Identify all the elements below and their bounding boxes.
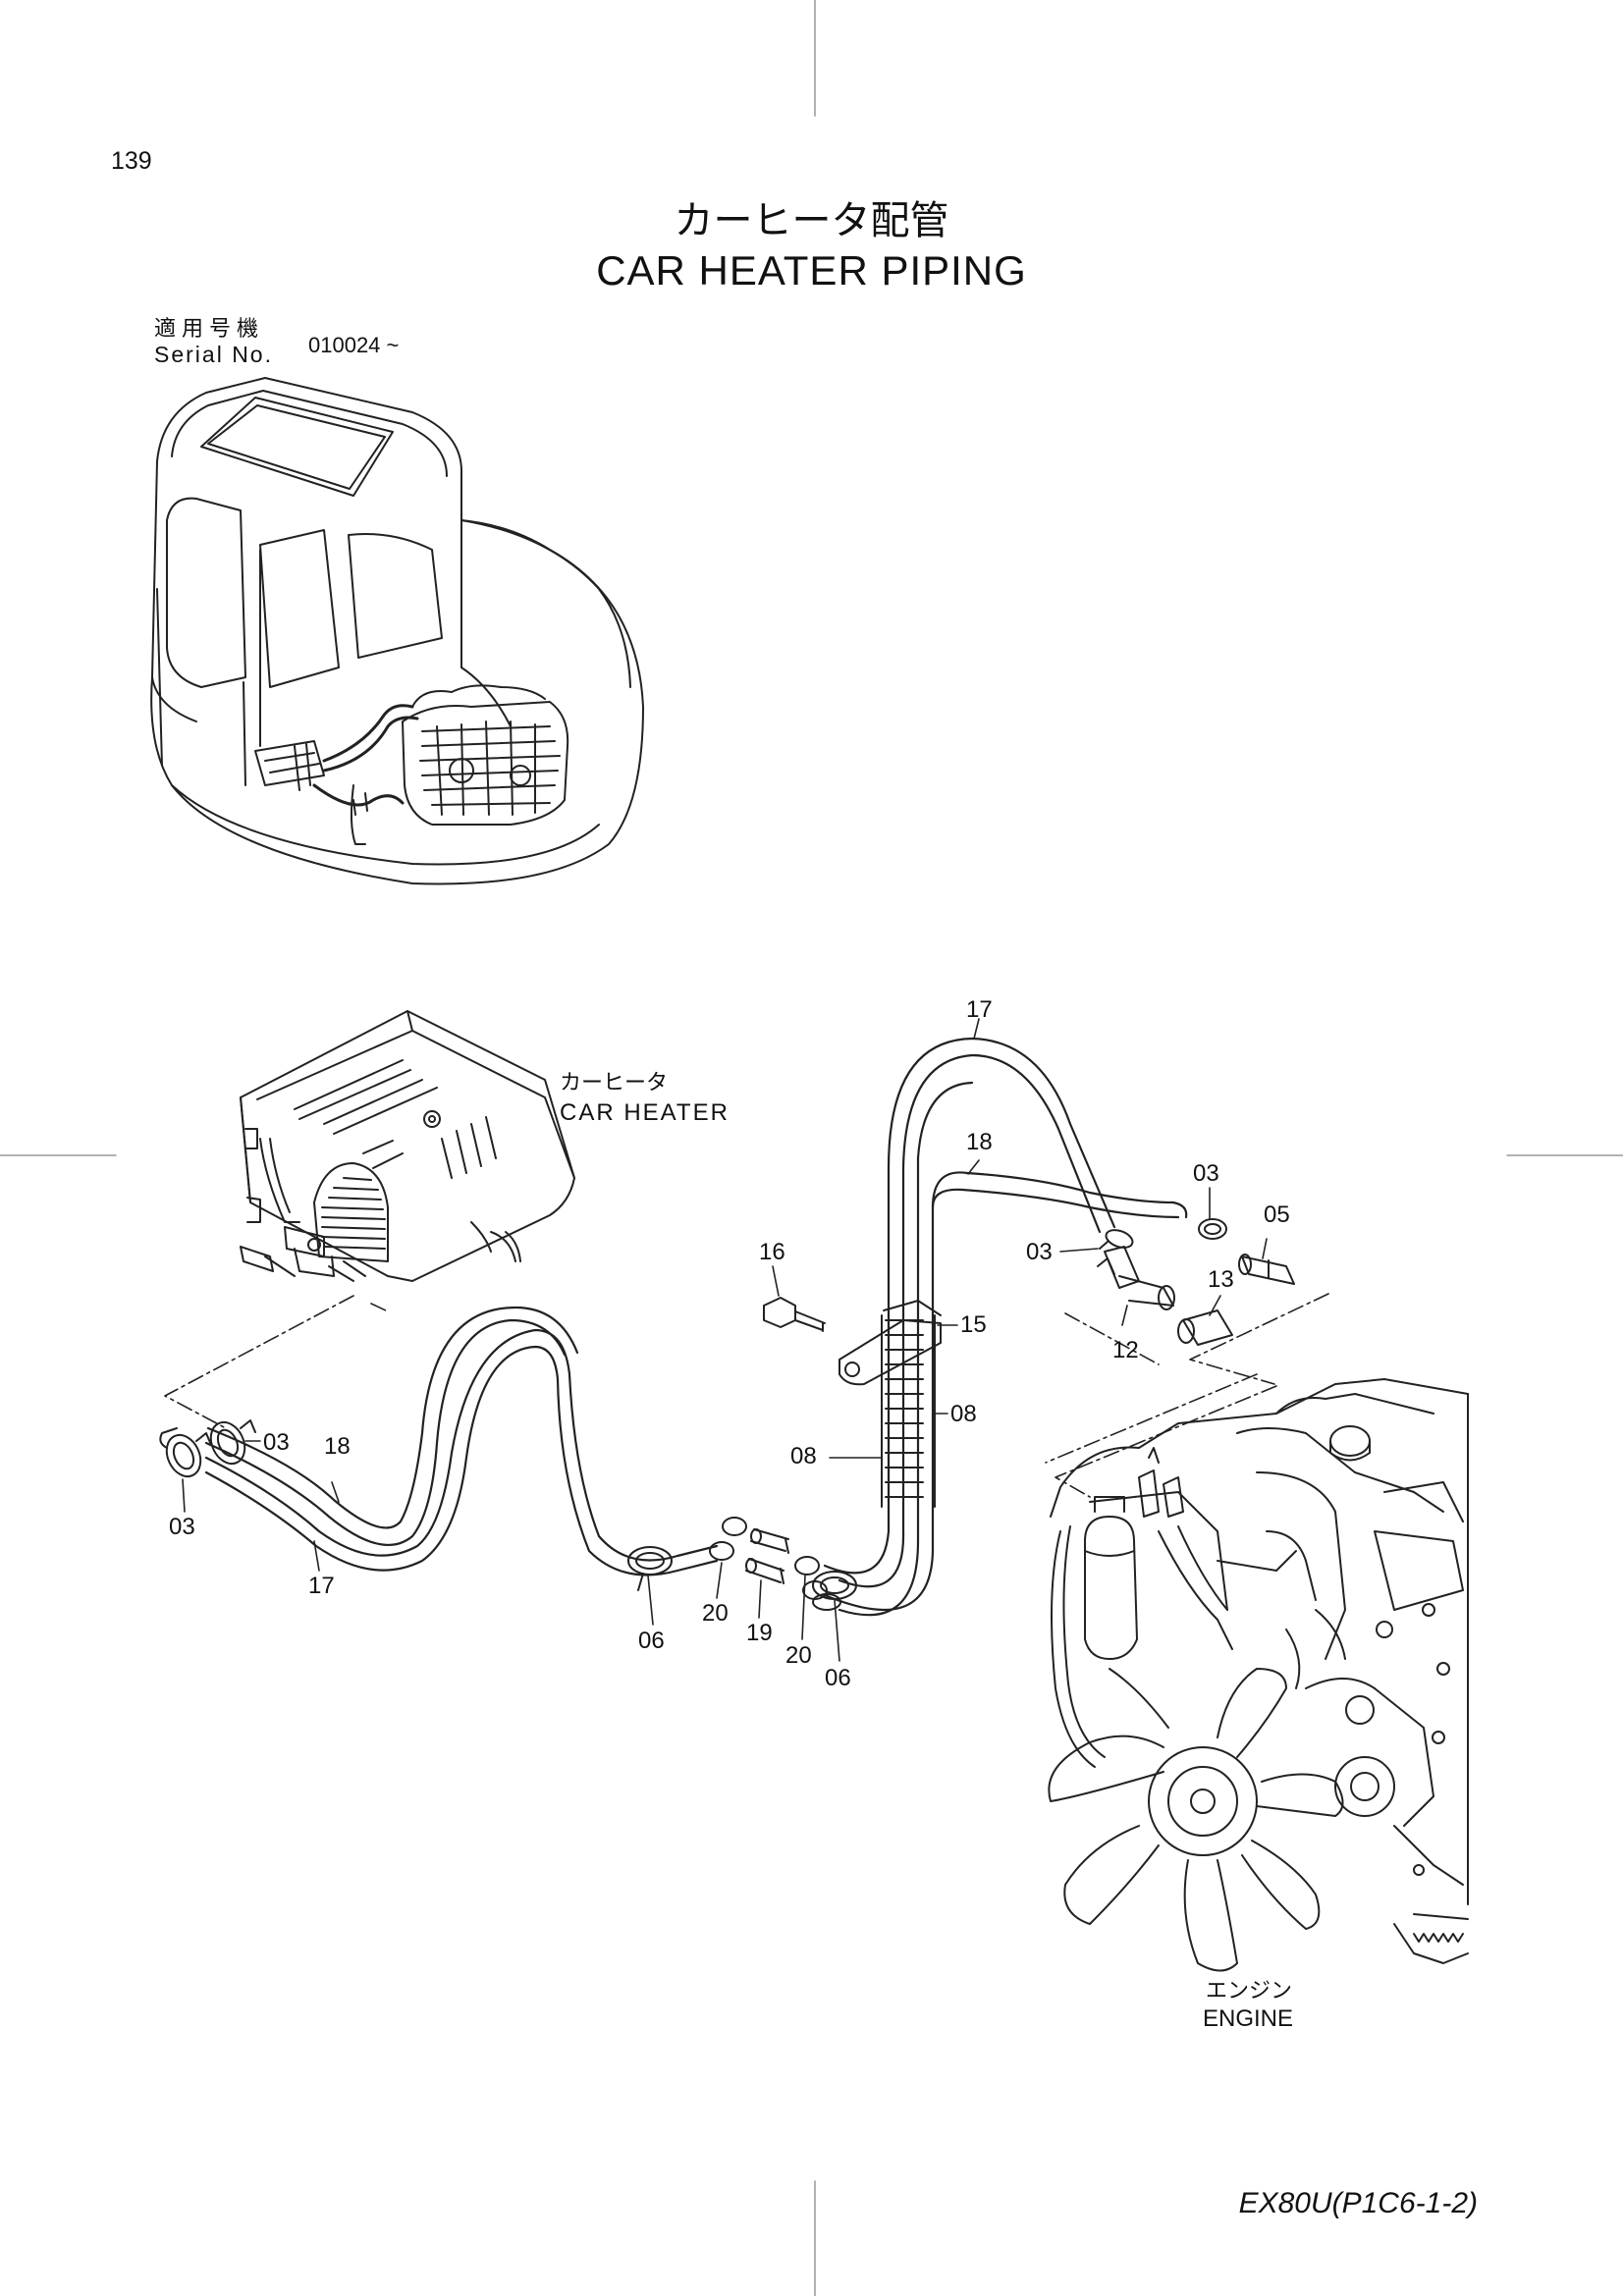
callout-03: 03 [263,1429,290,1456]
callout-18: 18 [966,1129,993,1155]
hose-clamp-03 [1099,1229,1134,1250]
serial-value: 010024 ~ [308,333,400,357]
callout-17: 17 [308,1573,335,1599]
page-title-jp: カーヒータ配管 [674,198,949,243]
serial-label-jp: 適用号機 [154,317,265,342]
connector-13 [1177,1309,1233,1346]
engine-label: ENGINE [1203,2005,1294,2032]
page-title: CAR HEATER PIPING [596,247,1027,294]
hose-18-upper [823,1171,1188,1612]
hose-clamp-06 [627,1546,673,1591]
valve-12 [1097,1246,1175,1310]
footer-model-code: EX80U(P1C6-1-2) [1238,2187,1478,2219]
serial-label: Serial No. [154,342,273,367]
hose-clamp-03 [209,1419,256,1466]
pipe-19 [745,1528,789,1584]
hose-17-upper [823,1037,1116,1617]
excavator-overview-illustration [150,377,644,885]
hose-18 [204,1306,579,1547]
callout-06: 06 [825,1665,851,1691]
callout-03: 03 [1193,1160,1219,1187]
callout-05: 05 [1264,1201,1290,1228]
leader-dashdot [164,1293,1329,1498]
callout-03: 03 [1026,1239,1053,1265]
callout-19: 19 [746,1620,773,1646]
hose-17 [204,1328,719,1576]
car-heater-label: CAR HEATER [560,1099,730,1126]
car-heater-label-jp: カーヒータ [560,1071,669,1095]
callout-15: 15 [960,1311,987,1338]
bracket-15 [839,1300,942,1386]
hose-clamp-03 [1198,1218,1227,1240]
connector-05 [1238,1254,1295,1285]
callout-16: 16 [759,1239,785,1265]
callout-leaders [182,1018,1268,1662]
callout-08: 08 [790,1443,817,1469]
callout-20: 20 [785,1642,812,1669]
hose-joint-20 [794,1556,828,1600]
page-number: 139 [111,147,152,175]
callout-18: 18 [324,1433,351,1460]
hose-clamp-03 [165,1432,212,1478]
callout-17: 17 [966,996,993,1023]
callout-06: 06 [638,1628,665,1654]
callout-08: 08 [950,1401,977,1427]
callout-12: 12 [1112,1337,1139,1363]
callout-03: 03 [169,1514,195,1540]
car-heater-unit [240,1010,575,1282]
hose-joint-20 [709,1517,747,1561]
callout-20: 20 [702,1600,729,1627]
engine-label-jp: エンジン [1206,1979,1293,2003]
bolt-16 [763,1297,826,1332]
callout-13: 13 [1208,1266,1234,1293]
engine-illustration [1048,1378,1469,1972]
engine-fan [1048,1668,1344,1972]
